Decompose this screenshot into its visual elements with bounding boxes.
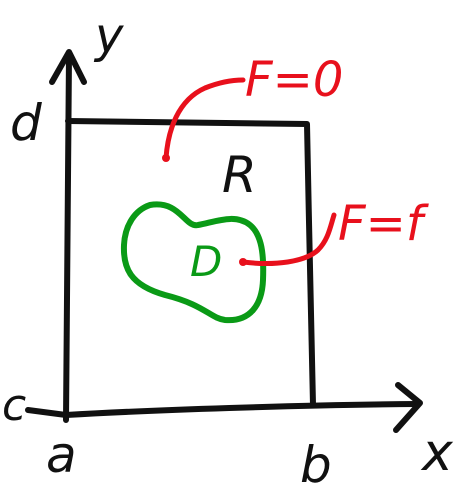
annotation-inside: F=f — [338, 196, 429, 252]
leader-line-outside — [163, 77, 246, 161]
subregion-d-boundary — [120, 201, 267, 324]
annotation-outside: F=0 — [245, 52, 343, 108]
y-axis-arrowhead — [49, 49, 87, 85]
y-axis-label: y — [93, 8, 124, 64]
subregion-d-label: D — [190, 237, 222, 286]
leader-line-inside — [240, 212, 337, 266]
x-axis-arrowhead — [393, 382, 423, 433]
region-r-boundary — [65, 118, 316, 408]
bottom-bound-label: c — [2, 380, 26, 431]
leader-dot-inside — [239, 258, 247, 266]
right-bound-label: b — [300, 436, 332, 490]
left-bound-label: a — [46, 426, 77, 484]
x-axis-label: x — [420, 423, 454, 483]
region-r-label: R — [222, 146, 257, 204]
leader-dot-outside — [162, 154, 170, 162]
x-axis-line — [25, 401, 421, 418]
top-bound-label: d — [10, 94, 42, 152]
y-axis-line — [63, 52, 72, 423]
